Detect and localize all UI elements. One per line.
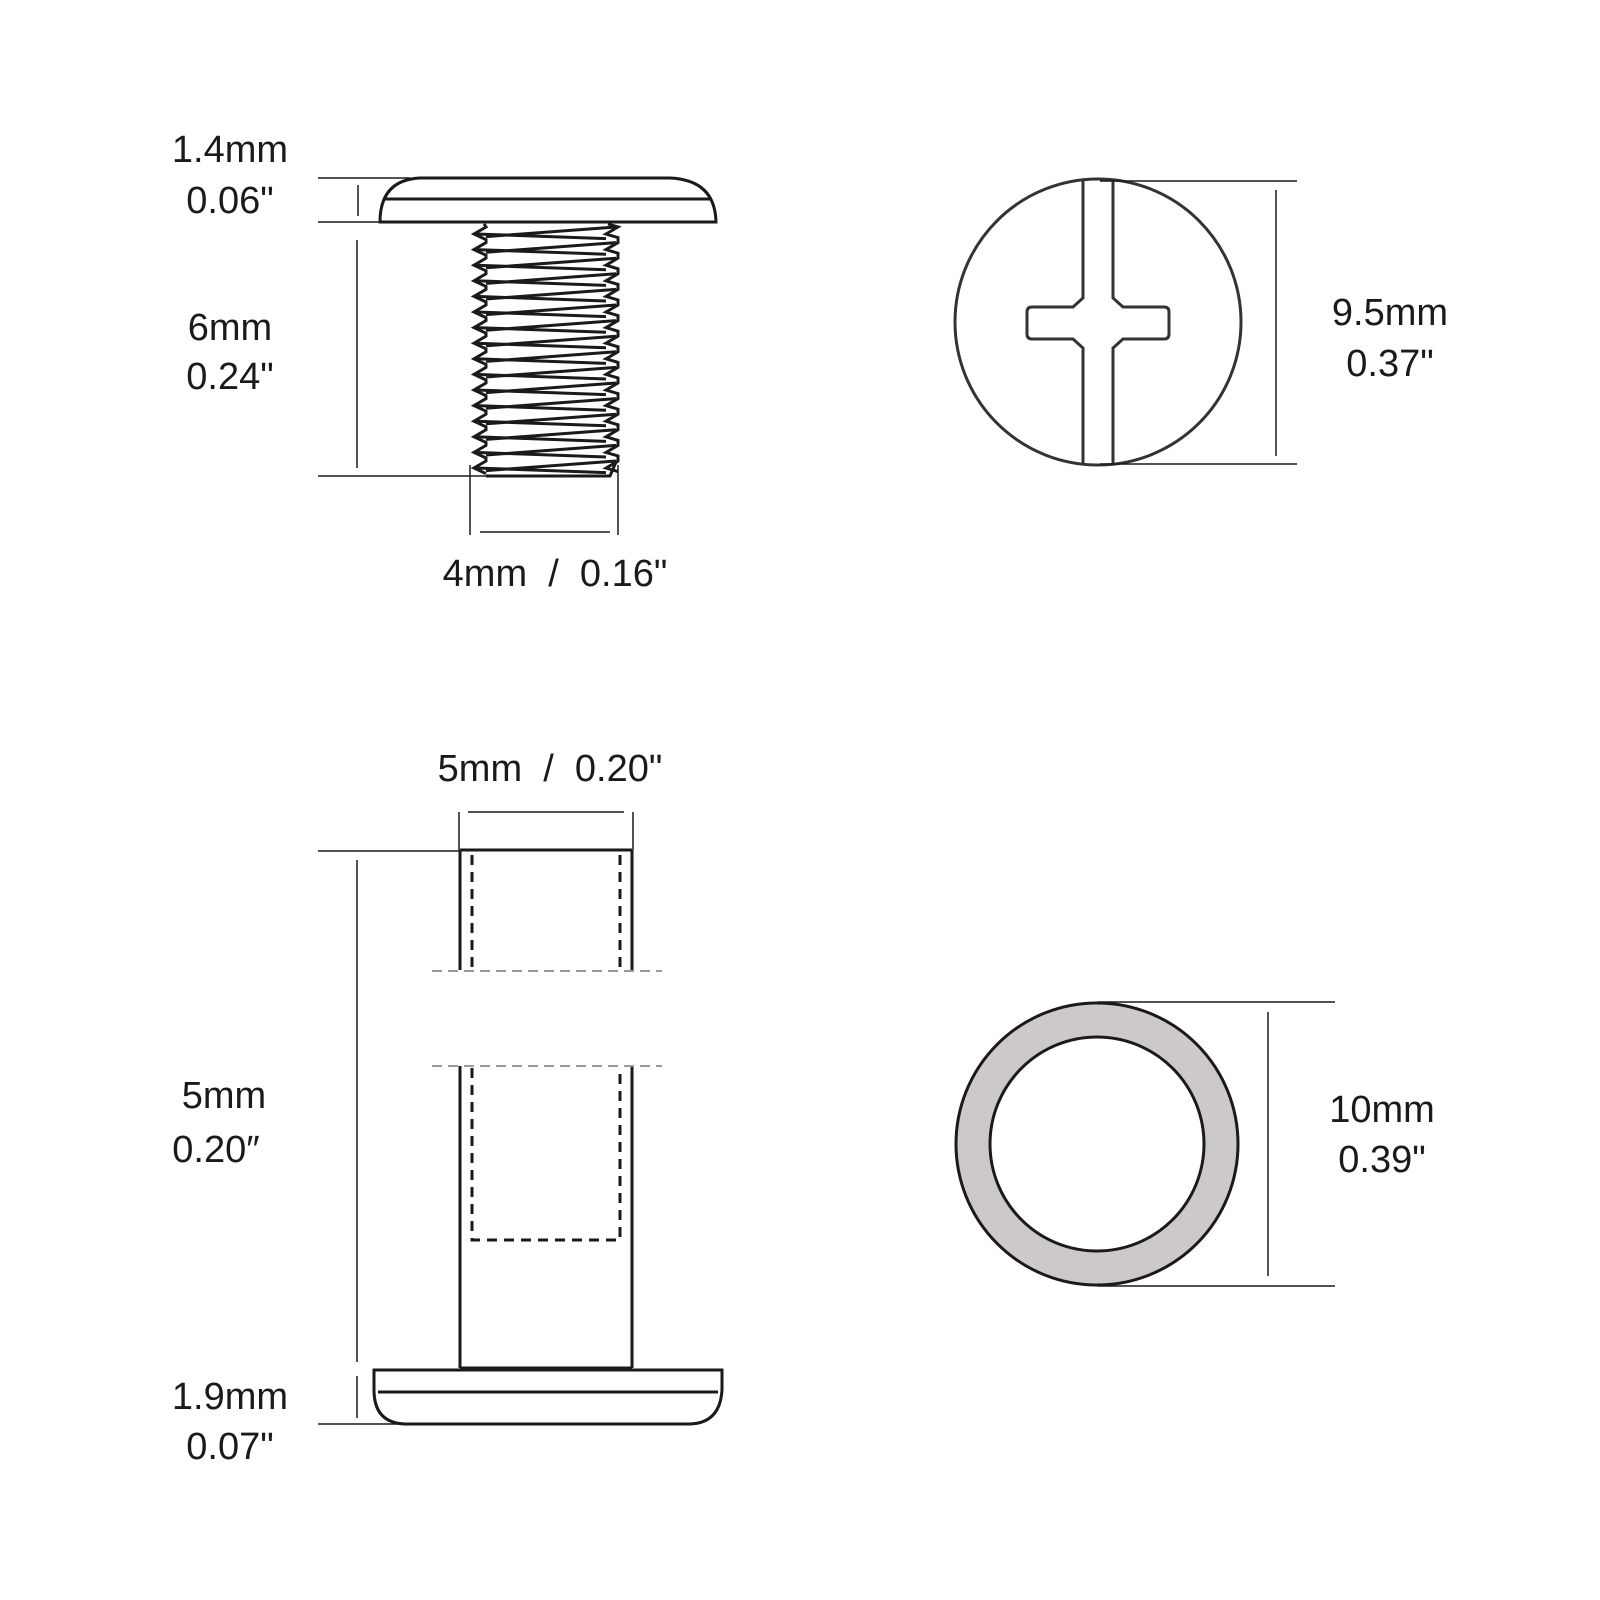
- head-diameter-in: 0.37": [1346, 343, 1434, 385]
- inner-bore-hidden-lines: [470, 855, 622, 1242]
- screw-length-mm: 6mm: [187, 307, 273, 349]
- post-dimensions: [318, 811, 634, 1425]
- head-height-in: 0.06": [186, 180, 274, 222]
- post-head: [372, 1368, 724, 1426]
- thread-crest: [475, 365, 617, 381]
- screw-threads: [470, 222, 622, 478]
- post-outer-diameter: 5mm / 0.20": [437, 748, 663, 790]
- thread-crest: [475, 381, 617, 397]
- post-length-mm: 5mm: [181, 1075, 267, 1117]
- post-bottom-view: [954, 1001, 1240, 1287]
- ring-diameter-in: 0.39": [1338, 1139, 1426, 1181]
- ring-dimensions: [1097, 1001, 1335, 1287]
- top-view-dimensions: [1100, 180, 1297, 465]
- thread-crest: [475, 397, 617, 412]
- thread-crest: [475, 256, 617, 272]
- thread-crest: [475, 319, 617, 334]
- thread-crest: [475, 241, 617, 256]
- ring-diameter-mm: 10mm: [1329, 1089, 1435, 1131]
- post-length-in: 0.20″: [172, 1129, 260, 1171]
- thread-crest: [475, 287, 617, 303]
- ring-fill: [955, 1002, 1239, 1286]
- post-side-view: [372, 848, 724, 1426]
- thread-crest: [475, 225, 617, 241]
- thread-crest: [475, 350, 617, 365]
- thread-crest: [475, 428, 617, 443]
- post-head-height-mm: 1.9mm: [171, 1376, 289, 1418]
- thread-diameter: 4mm / 0.16": [442, 553, 668, 595]
- thread-crest: [475, 412, 617, 428]
- phillips-slot: [1025, 181, 1171, 463]
- post-head-height-in: 0.07": [186, 1426, 274, 1468]
- thread-end: [486, 461, 618, 478]
- screw-dimensions: [318, 177, 619, 535]
- head-diameter-mm: 9.5mm: [1331, 292, 1449, 334]
- thread-crest: [475, 459, 617, 475]
- thread-crest: [475, 443, 617, 459]
- head-height-mm: 1.4mm: [171, 129, 289, 171]
- thread-crest: [475, 272, 617, 287]
- thread-profile: [602, 222, 622, 474]
- thread-crest: [475, 334, 617, 350]
- thread-crest: [475, 303, 617, 319]
- screw-side-view: [378, 176, 718, 478]
- screw-top-view: [953, 177, 1243, 467]
- screw-length-in: 0.24": [186, 356, 274, 398]
- thread-profile: [470, 223, 489, 475]
